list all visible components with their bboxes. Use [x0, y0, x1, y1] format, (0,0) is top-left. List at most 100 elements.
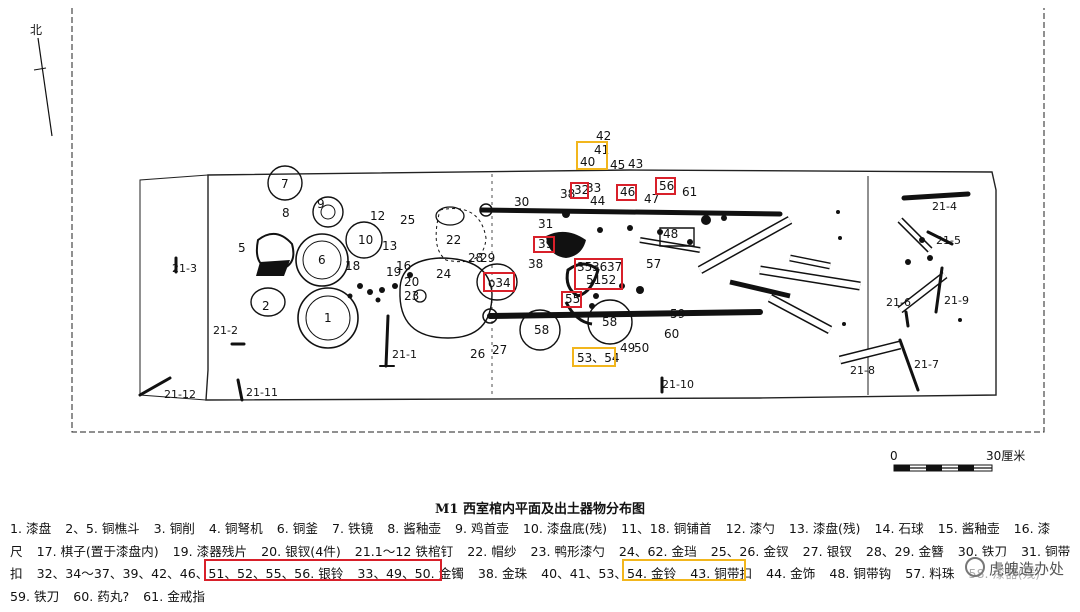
- svg-text:12: 12: [370, 209, 385, 223]
- skeleton-bones: [639, 216, 948, 365]
- hl-56: [655, 177, 676, 195]
- svg-text:58: 58: [534, 323, 549, 337]
- legend-item: 13. 漆盘(残): [788, 521, 861, 536]
- svg-text:27: 27: [492, 343, 507, 357]
- coffin-nails: [138, 191, 971, 402]
- legend-item: 16. 漆尺: [10, 521, 1051, 559]
- hl-legend-gold-bells: [622, 559, 746, 581]
- legend-item: 20. 银钗(4件): [261, 543, 341, 559]
- svg-text:39: 39: [538, 237, 553, 251]
- svg-text:24: 24: [436, 267, 451, 281]
- legend-item: 1. 漆盘: [10, 521, 52, 536]
- object-1: [297, 287, 359, 349]
- legend-item: 38. 金珠: [477, 566, 528, 581]
- legend-item: 11、18. 铜铺首: [621, 521, 712, 536]
- object-6: [295, 233, 349, 287]
- legend-item: 57. 料珠: [905, 566, 955, 581]
- svg-text:47: 47: [644, 192, 659, 206]
- object-10: [345, 221, 383, 259]
- legend-item: 19. 漆器残片: [172, 543, 248, 559]
- svg-text:37: 37: [607, 260, 622, 274]
- svg-text:21-11: 21-11: [246, 386, 278, 399]
- legend-item: 25、26. 金钗: [710, 543, 789, 559]
- coffin-left-edge: [139, 174, 209, 401]
- svg-text:53、54: 53、54: [577, 351, 620, 365]
- legend-item: 23. 鸭形漆勺: [530, 543, 605, 559]
- object-26-vessel: [399, 257, 493, 339]
- svg-text:49: 49: [620, 341, 635, 355]
- legend-item: 17. 棋子(置于漆盘内): [36, 543, 159, 559]
- svg-text:21-7: 21-7: [914, 358, 939, 371]
- coffin-outline: [205, 169, 997, 401]
- figure-caption: M1 西室棺内平面及出土器物分布图: [435, 502, 645, 517]
- legend-item: 2、5. 铜樵斗: [65, 521, 140, 536]
- svg-text:56: 56: [659, 179, 674, 193]
- svg-text:10: 10: [358, 233, 373, 247]
- svg-text:26: 26: [470, 347, 485, 361]
- svg-text:29: 29: [480, 251, 495, 265]
- svg-text:21-10: 21-10: [662, 378, 694, 391]
- svg-text:55: 55: [565, 292, 580, 306]
- object-7: [267, 165, 303, 201]
- svg-text:42: 42: [596, 129, 611, 143]
- legend-item: 14. 石球: [874, 521, 924, 536]
- svg-text:22: 22: [446, 233, 461, 247]
- svg-text:45: 45: [610, 158, 625, 172]
- svg-text:21-1: 21-1: [392, 348, 417, 361]
- svg-text:21-2: 21-2: [213, 324, 238, 337]
- svg-text:43: 43: [628, 157, 643, 171]
- object-4: [256, 260, 290, 276]
- legend-item: 6. 铜釜: [276, 521, 318, 536]
- svg-text:21-8: 21-8: [850, 364, 875, 377]
- small-items: [347, 210, 962, 326]
- legend-item: 33、49、50. 金镯: [357, 566, 464, 581]
- object-2: [250, 287, 286, 317]
- hl-32: [570, 182, 589, 199]
- svg-text:21-3: 21-3: [172, 262, 197, 275]
- svg-text:52: 52: [601, 273, 616, 287]
- object-9: [312, 196, 344, 228]
- scale-end: 30厘米: [986, 449, 1025, 463]
- legend-item: 43. 铜带扣: [690, 566, 753, 581]
- svg-text:32: 32: [574, 183, 589, 197]
- legend-item: 32、34～37、39、42、46、51、52、55、56. 银铃: [36, 566, 344, 581]
- svg-text:30: 30: [514, 195, 529, 209]
- svg-text:1: 1: [324, 311, 332, 325]
- legend-item: 30. 铁刀: [957, 543, 1007, 559]
- legend-item: 8. 酱釉壶: [387, 521, 442, 536]
- svg-text:33: 33: [586, 181, 601, 195]
- object-31: [546, 231, 586, 258]
- legend-item: 31. 铜带扣: [10, 543, 1071, 582]
- svg-text:21-4: 21-4: [932, 200, 957, 213]
- hl-35-52: [574, 258, 623, 290]
- legend-item: 60. 药丸?: [73, 588, 130, 604]
- legend-item: 48. 铜带钩: [829, 566, 892, 581]
- legend-item: 44. 金饰: [766, 566, 816, 581]
- legend: 1. 漆盘 2、5. 铜樵斗 3. 铜削 4. 铜弩机 6. 铜釜 7. 铁镜 …: [10, 518, 1072, 608]
- north-label: 北: [30, 23, 42, 37]
- svg-text:31: 31: [538, 217, 553, 231]
- svg-text:9: 9: [317, 197, 325, 211]
- legend-item: 9. 鸡首壶: [455, 521, 509, 536]
- hl-40-41: [576, 141, 608, 170]
- legend-item: 61. 金戒指: [143, 588, 205, 604]
- svg-text:40: 40: [580, 155, 595, 169]
- svg-text:60: 60: [664, 327, 679, 341]
- legend-item: 15. 酱釉壶: [937, 521, 1000, 536]
- svg-text:13: 13: [382, 239, 397, 253]
- legend-item: 28、29. 金簪: [865, 543, 944, 559]
- legend-item: 22. 帽纱: [467, 543, 517, 559]
- legend-item: 12. 漆勺: [725, 521, 775, 536]
- svg-text:41: 41: [594, 143, 609, 157]
- object-48: [659, 227, 695, 247]
- object-59: [487, 309, 763, 319]
- svg-text:21-6: 21-6: [886, 296, 911, 309]
- legend-item: 3. 铜削: [153, 521, 195, 536]
- svg-text:21-9: 21-9: [944, 294, 969, 307]
- legend-item: 40、41、53、54. 金铃: [541, 566, 677, 581]
- svg-text:58: 58: [602, 315, 617, 329]
- object-30: [479, 207, 783, 217]
- svg-text:50: 50: [634, 341, 649, 355]
- hl-55: [561, 291, 582, 308]
- svg-text:o34: o34: [488, 276, 511, 290]
